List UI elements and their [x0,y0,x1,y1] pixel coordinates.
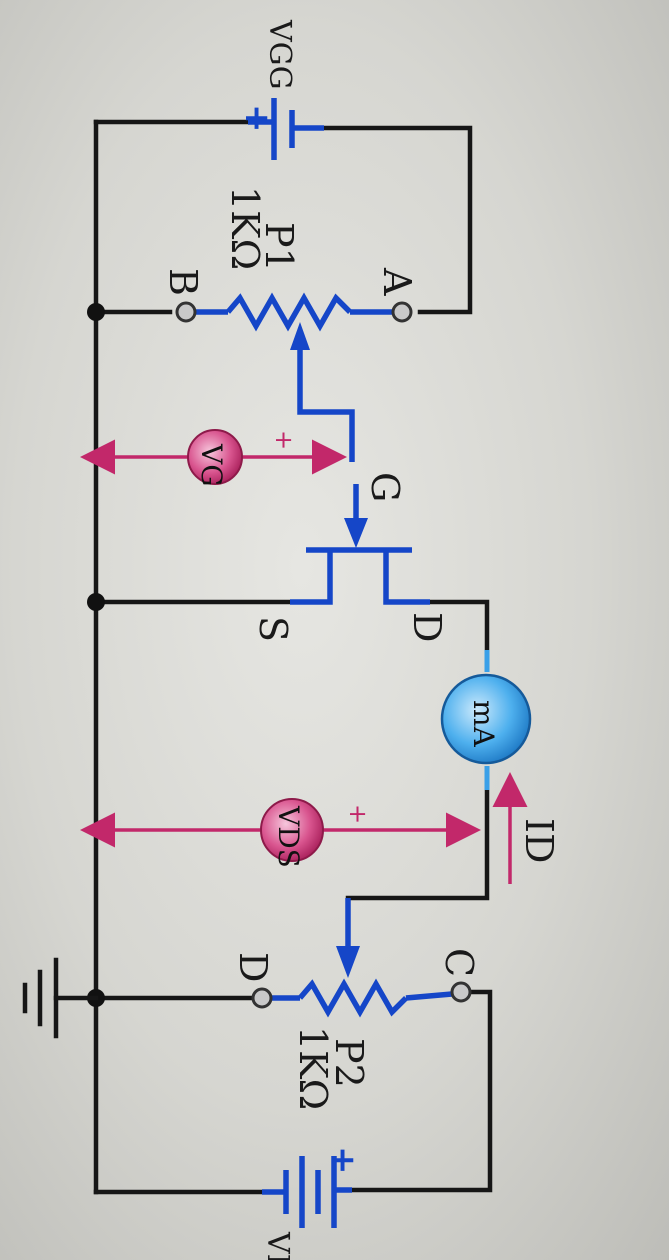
vds-meter-label: VDS [272,805,305,868]
p2-terminal-d [251,987,273,1009]
jfet: G S D [251,472,449,642]
vds-meter-plus: + [344,804,372,824]
vgg-label: VGG [262,19,297,90]
p1-terminal-a-label: A [375,267,419,296]
id-current-indicator: ID [492,772,561,884]
ground-symbol [22,957,99,1039]
p1-potentiometer: B A P1 1KΩ [161,186,419,462]
jfet-gate-label: G [363,472,407,502]
p2-potentiometer: D C P2 1KΩ [231,898,481,1110]
p2-terminal-c-label: C [437,948,481,977]
vdd-label: VDD [260,1231,295,1260]
circuit-wires [93,119,493,1195]
p2-terminal-d-label: D [231,952,275,982]
ma-meter-label: mA [467,700,500,748]
jfet-source-label: S [251,616,295,642]
vg-meter: VG + [80,429,347,487]
junction-dot [87,303,105,321]
p2-value: 1KΩ [291,1026,335,1110]
vgg-plus-sign: + [237,104,277,133]
vg-meter-plus: + [270,430,298,450]
jfet-drain-label: D [405,612,449,642]
vdd-battery: + VDD [260,1146,363,1260]
p1-terminal-b-label: B [161,268,205,296]
id-current-label: ID [517,818,561,863]
p1-terminal-a [391,301,413,323]
ma-meter: mA [440,650,532,790]
vds-meter: VDS + [80,798,481,868]
vg-meter-label: VG [195,443,228,487]
p1-value: 1KΩ [223,186,267,270]
p1-name: P1 [257,222,301,272]
vdd-plus-sign: + [323,1146,363,1175]
vgg-battery: + VGG [237,19,324,160]
p2-terminal-c [450,981,472,1003]
p2-name: P2 [327,1038,371,1088]
junction-dot [87,593,105,611]
p1-terminal-b [175,301,197,323]
